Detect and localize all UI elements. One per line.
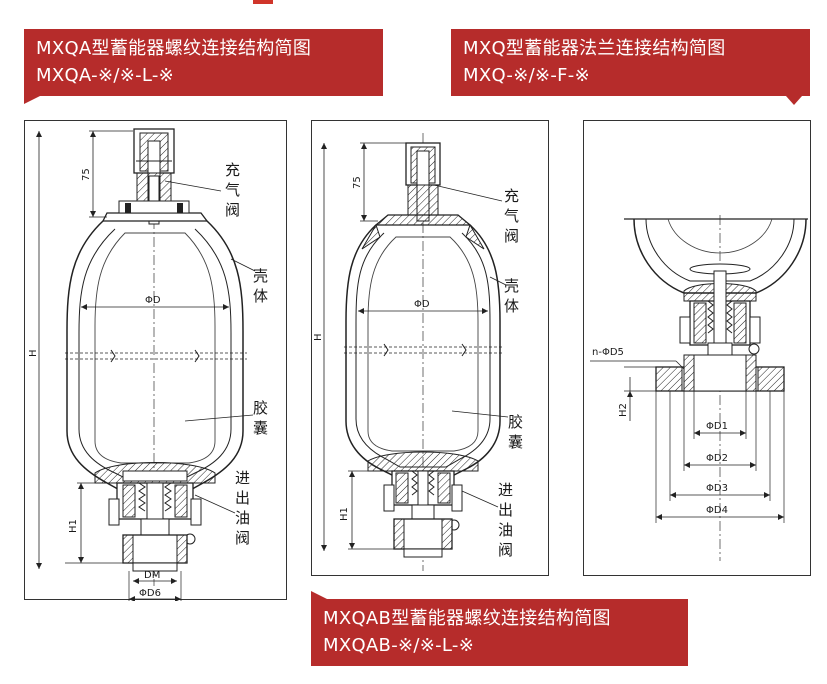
label-oil-valve-2: 出 [235, 489, 250, 507]
label-gas-valve-b-2: 气 [504, 207, 519, 225]
banner-mxqa-title: MXQA型蓄能器螺纹连接结构简图 [36, 38, 312, 59]
label-gas-valve-b-1: 充 [504, 187, 519, 205]
banner-mxqab-model: MXQAB-※/※-L-※ [323, 635, 475, 656]
diagram-flange-detail: n-ΦD5 H2 ΦD1 ΦD2 ΦD3 ΦD4 [583, 120, 811, 576]
banner-mxqab-pointer [311, 591, 327, 599]
label-gas-valve-3: 阀 [225, 201, 240, 219]
banner-mxq-pointer [786, 96, 802, 105]
label-oil-valve-b-3: 油 [498, 521, 513, 539]
dim-d1: ΦD1 [706, 421, 728, 432]
label-oil-valve-4: 阀 [235, 529, 250, 547]
dim-nd5: n-ΦD5 [592, 347, 624, 358]
dim-od: ΦD [145, 295, 161, 306]
label-bladder-2: 囊 [253, 419, 268, 437]
label-gas-valve-b-3: 阀 [504, 227, 519, 245]
dim-d4: ΦD4 [706, 505, 728, 516]
banner-mxqab: MXQAB型蓄能器螺纹连接结构简图 MXQAB-※/※-L-※ [311, 599, 688, 666]
dim-dm: DM [144, 570, 160, 581]
diagram-mxqab: ΦD 75 H H1 充 气 阀 壳 体 胶 囊 进 出 油 阀 [311, 120, 549, 576]
banner-mxqa: MXQA型蓄能器螺纹连接结构简图 MXQA-※/※-L-※ [24, 29, 383, 96]
label-oil-valve-1: 进 [235, 469, 250, 487]
dim-h: H [28, 349, 39, 357]
banner-mxq-model: MXQ-※/※-F-※ [463, 65, 590, 86]
dim-d3: ΦD3 [706, 483, 728, 494]
dim-75-b: 75 [352, 176, 363, 189]
label-oil-valve-b-1: 进 [498, 481, 513, 499]
dim-od6: ΦD6 [139, 588, 161, 599]
label-oil-valve-b-2: 出 [498, 501, 513, 519]
label-bladder-b-2: 囊 [508, 433, 523, 451]
top-divider [0, 0, 827, 6]
diagram-mxqa: ΦD DM ΦD6 75 H H1 充 气 阀 壳 体 胶 [24, 120, 287, 601]
dim-od-b: ΦD [414, 299, 430, 310]
dim-h-b: H [313, 333, 324, 341]
banner-mxqa-model: MXQA-※/※-L-※ [36, 65, 175, 86]
banner-mxqab-title: MXQAB型蓄能器螺纹连接结构简图 [323, 608, 611, 629]
dim-d2: ΦD2 [706, 453, 728, 464]
banner-mxqa-pointer [24, 96, 40, 104]
label-gas-valve-1: 充 [225, 161, 240, 179]
label-oil-valve-b-4: 阀 [498, 541, 513, 559]
label-bladder-1: 胶 [253, 399, 268, 417]
label-oil-valve-3: 油 [235, 509, 250, 527]
dim-h1: H1 [68, 519, 79, 533]
label-shell-b-2: 体 [504, 297, 519, 315]
banner-mxq: MXQ型蓄能器法兰连接结构简图 MXQ-※/※-F-※ [451, 29, 810, 96]
label-bladder-b-1: 胶 [508, 413, 523, 431]
label-shell-2: 体 [253, 287, 268, 305]
banner-mxq-title: MXQ型蓄能器法兰连接结构简图 [463, 38, 726, 59]
dim-75: 75 [81, 168, 92, 181]
top-accent [253, 0, 273, 4]
label-shell-b-1: 壳 [504, 277, 519, 295]
label-gas-valve-2: 气 [225, 181, 240, 199]
label-shell-1: 壳 [253, 267, 268, 285]
dim-h2: H2 [618, 403, 629, 417]
dim-h1-b: H1 [339, 507, 350, 521]
